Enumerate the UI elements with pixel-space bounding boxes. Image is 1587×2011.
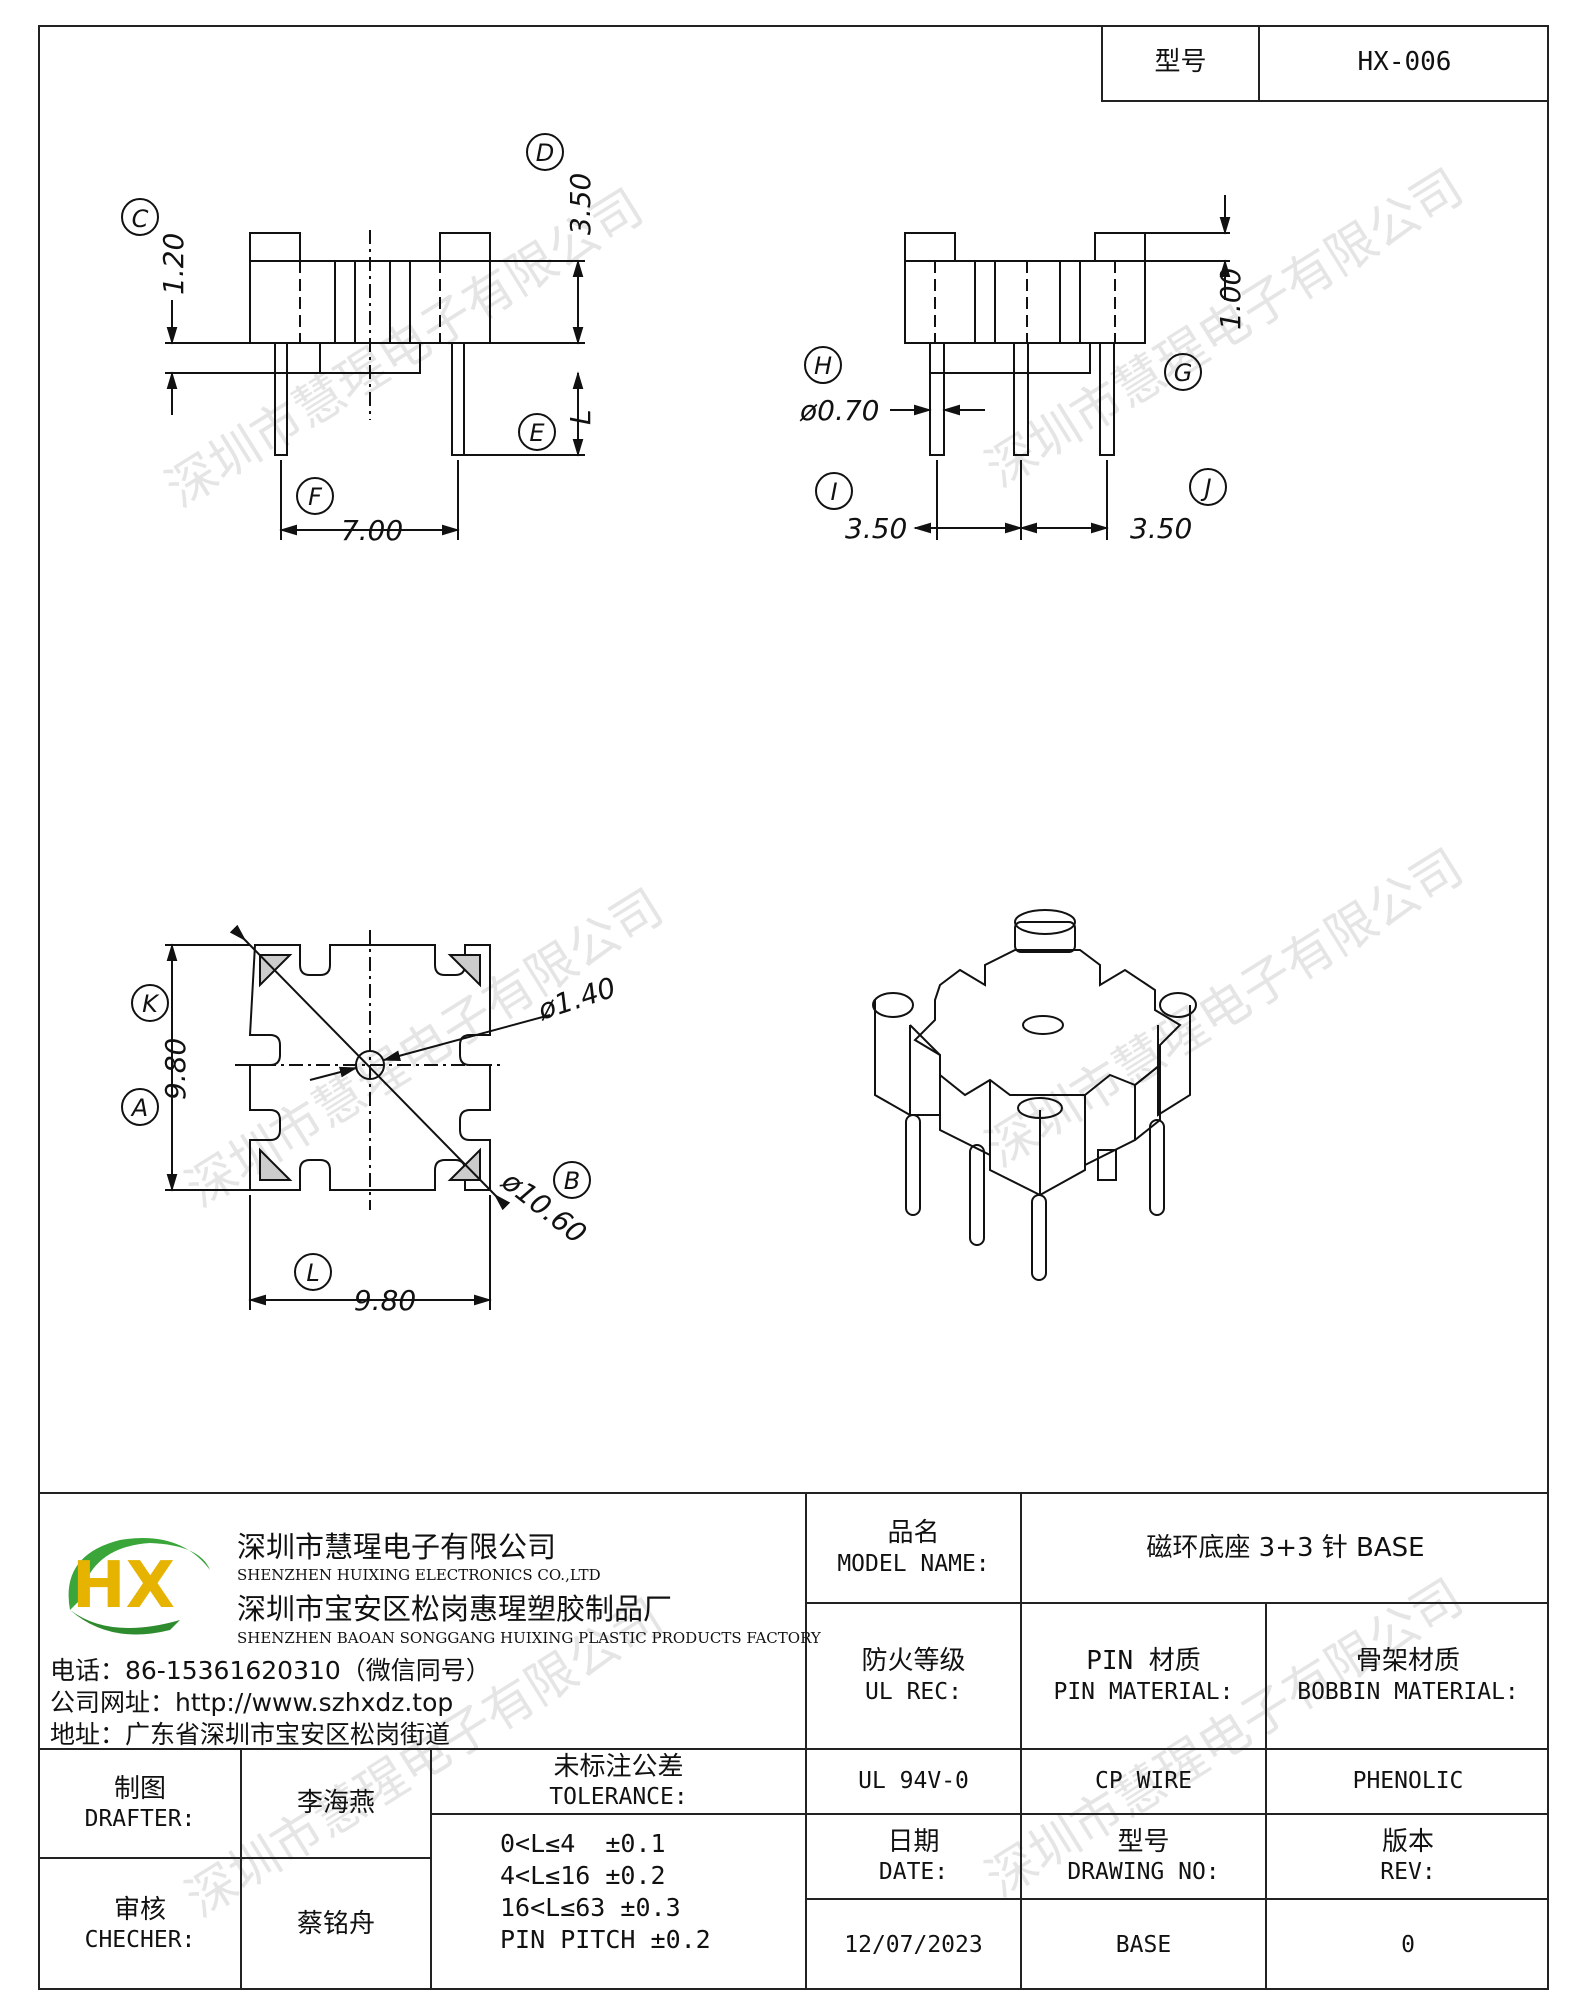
dim-f-value: 7.00 [341,514,403,547]
dim-j-label: J [1200,474,1211,502]
checker-en: CHECHER: [84,1927,196,1954]
tolerance-rows: 0<L≤4 ±0.1 4<L≤16 ±0.2 16<L≤63 ±0.3 PIN … [500,1828,800,1956]
ul-rec-value: UL 94V-0 [807,1750,1020,1813]
tolerance-row: 0<L≤4 ±0.1 [500,1829,666,1858]
bobbin-material-value: PHENOLIC [1267,1750,1549,1813]
drafter-value-text: 李海燕 [296,1788,375,1819]
bobbin-material-cn: 骨架材质 [1355,1646,1460,1677]
company-address: 地址：广东省深圳市宝安区松岗街道 [50,1720,451,1749]
drafter-value: 李海燕 [242,1750,430,1857]
checker-value-text: 蔡铭舟 [296,1909,375,1940]
dim-c-value: 1.20 [157,233,190,295]
header-model-value: HX-006 [1260,25,1549,102]
model-name-value: 磁环底座 3+3 针 BASE [1022,1494,1549,1602]
dim-e-label: E [529,419,545,447]
dim-k-label: K [142,990,160,1018]
bobbin-material-label: 骨架材质 BOBBIN MATERIAL: [1267,1604,1549,1748]
dim-d-label: D [536,139,554,167]
dim-k-value: 9.80 [159,1038,192,1100]
header-model-label-text: 型号 [1154,47,1207,78]
drawing-no-value-text: BASE [1115,1931,1172,1958]
drawing-sheet [38,25,1549,1990]
pin-material-cn: PIN 材质 [1086,1646,1201,1677]
ul-rec-label: 防火等级 UL REC: [807,1604,1020,1748]
rev-cn: 版本 [1381,1826,1434,1857]
company-website: 公司网址：http://www.szhxdz.top [50,1688,454,1717]
model-name-value-text: 磁环底座 3+3 针 BASE [1146,1532,1425,1563]
dim-e-value: L [564,409,597,425]
bobbin-material-en: BOBBIN MATERIAL: [1297,1678,1519,1705]
dim-j-value: 3.50 [1130,512,1192,545]
drafter-cn: 制图 [113,1773,166,1804]
company-phone: 电话：86-15361620310（微信同号） [50,1656,491,1685]
model-name-label: 品名 MODEL NAME: [807,1494,1020,1602]
dim-d-value: 3.50 [564,173,597,235]
ul-rec-en: UL REC: [865,1678,962,1705]
factory-name-cn: 深圳市宝安区松岗惠瑆塑胶制品厂 [237,1592,673,1626]
dim-b-label: B [564,1167,580,1195]
header-model-label: 型号 [1101,25,1260,102]
rev-value-text: 0 [1401,1931,1415,1958]
dim-i-value: 3.50 [845,512,907,545]
factory-name-en: SHENZHEN BAOAN SONGGANG HUIXING PLASTIC … [237,1629,821,1647]
tolerance-row: PIN PITCH ±0.2 [500,1925,711,1954]
company-name-en: SHENZHEN HUIXING ELECTRONICS CO.,LTD [237,1566,601,1584]
dim-i-label: I [830,478,837,506]
tolerance-en: TOLERANCE: [549,1784,688,1811]
checker-label: 审核 CHECHER: [40,1859,240,1990]
dim-l-value: 9.80 [354,1284,416,1317]
drafter-label: 制图 DRAFTER: [40,1750,240,1857]
tolerance-row: 4<L≤16 ±0.2 [500,1861,666,1890]
technical-drawing: C 1.20 D 3.50 E L F 7.00 H ø0.70 G 1.00 … [121,133,1247,1317]
dim-g-value: 1.00 [1214,268,1247,330]
model-name-en: MODEL NAME: [837,1550,990,1577]
dim-h-value: ø0.70 [799,394,879,427]
dim-c-label: C [132,205,149,233]
dim-f-label: F [308,483,323,511]
date-value: 12/07/2023 [807,1900,1020,1990]
tolerance-label: 未标注公差 TOLERANCE: [432,1750,805,1813]
checker-cn: 审核 [113,1894,166,1925]
company-name-cn: 深圳市慧瑆电子有限公司 [237,1530,557,1564]
pin-material-value: CP WIRE [1022,1750,1265,1813]
pin-material-en: PIN MATERIAL: [1053,1678,1234,1705]
checker-value: 蔡铭舟 [242,1859,430,1990]
ul-rec-value-text: UL 94V-0 [858,1768,969,1795]
logo-graphic: HX [68,1538,210,1635]
dim-g-label: G [1174,359,1193,387]
date-en: DATE: [878,1859,949,1886]
bobbin-material-value-text: PHENOLIC [1352,1768,1464,1795]
drawing-no-value: BASE [1022,1900,1265,1990]
rev-label: 版本 REV: [1267,1815,1549,1898]
company-logo: HX [50,1515,220,1645]
tolerance-cn: 未标注公差 [553,1751,684,1782]
ul-rec-cn: 防火等级 [861,1646,966,1677]
rev-en: REV: [1380,1859,1436,1886]
header-model-value-text: HX-006 [1357,47,1452,78]
isometric-view [872,909,1197,1281]
date-cn: 日期 [887,1826,940,1857]
drawing-no-label: 型号 DRAWING NO: [1022,1815,1265,1898]
model-name-cn: 品名 [887,1518,940,1549]
logo-letters: HX [72,1549,175,1623]
date-value-text: 12/07/2023 [844,1931,983,1958]
pin-material-label: PIN 材质 PIN MATERIAL: [1022,1604,1265,1748]
dim-a-label: A [130,1094,148,1122]
dim-l-label: L [306,1259,319,1287]
drafter-en: DRAFTER: [84,1806,196,1833]
front-view [121,133,585,540]
rev-value: 0 [1267,1900,1549,1990]
dim-h-label: H [814,352,832,380]
side-view [804,195,1231,540]
date-label: 日期 DATE: [807,1815,1020,1898]
pin-material-value-text: CP WIRE [1095,1768,1192,1795]
tolerance-row: 16<L≤63 ±0.3 [500,1893,681,1922]
drawing-no-cn: 型号 [1117,1826,1170,1857]
dim-hole-value: ø1.40 [533,971,620,1027]
drawing-no-en: DRAWING NO: [1067,1859,1220,1886]
top-view [121,924,591,1310]
